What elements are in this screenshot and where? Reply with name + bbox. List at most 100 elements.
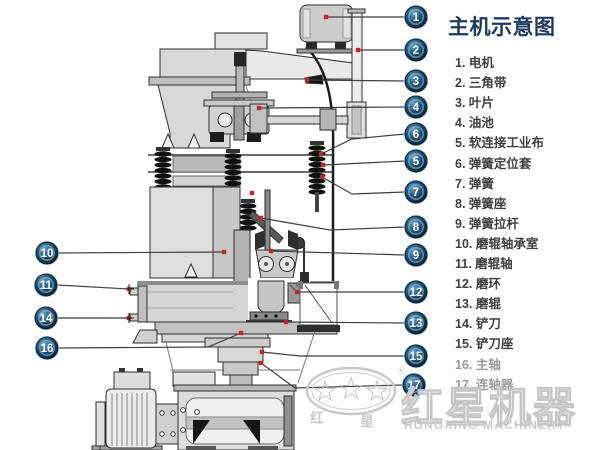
legend-item-13: 13. 磨辊 [455,297,501,312]
callout-ball-13: 13 [403,310,429,336]
leader-line-13 [285,321,406,324]
callout-ball-6: 6 [403,121,429,147]
svg-text:2: 2 [413,45,419,57]
svg-text:5: 5 [413,156,420,168]
machine-drawing [91,4,367,450]
leader-line-8 [260,217,406,231]
roller-shaft-end [129,287,139,296]
chamber-vent [184,262,198,278]
support-wedge [132,329,158,344]
coupling-bell-stack [204,337,271,388]
svg-text:12: 12 [410,287,423,299]
v-belt-column [346,8,367,139]
leader-line-7 [321,176,406,195]
red-mark [249,190,255,196]
leader-dot-8 [258,215,264,221]
leader-line-9 [270,250,406,256]
drive-shaft [266,115,349,125]
legend-item-12: 12. 磨环 [455,277,501,292]
callout-ball-1: 1 [403,4,429,30]
spring-pull-rod [264,189,271,253]
leader-line-3 [306,79,406,82]
leader-line-4 [258,106,406,109]
leader-line-5 [322,160,406,166]
leader-dot-3 [304,77,310,83]
callout-ball-14: 14 [33,305,59,331]
spring-lower [239,199,257,231]
leader-line-6 [320,133,406,155]
svg-text:15: 15 [410,351,423,363]
svg-text:4: 4 [413,102,420,114]
duct-to-pulley [244,49,354,80]
legend-item-9: 9. 弹簧拉杆 [455,216,519,231]
leader-dot-6 [318,151,324,157]
gearbox [172,371,297,450]
spring-beam [172,155,241,173]
legend-item-6: 6. 弹簧定位套 [455,156,532,171]
callout-ball-17: 17 [401,372,427,398]
center-cross [124,313,134,323]
fork-left [255,230,265,250]
leader-dot-7 [319,174,325,180]
legend-item-7: 7. 弹簧 [455,176,494,191]
callout-ball-8: 8 [403,214,429,240]
discharge-frame [297,243,340,332]
svg-text:1: 1 [413,12,420,24]
spring-beam-lower [172,175,241,187]
svg-text:17: 17 [408,380,421,392]
svg-text:7: 7 [413,187,419,199]
classifier-housing [159,48,247,78]
leader-dot-16 [238,330,244,336]
legend-item-3: 3. 叶片 [455,96,494,111]
legend-item-10: 10. 磨辊轴承室 [455,236,539,251]
callout-ball-15: 15 [403,343,429,369]
legend-item-2: 2. 三角带 [455,76,507,91]
leader-dot-2 [355,47,361,53]
leader-dot-13 [283,319,289,325]
legend-item-8: 8. 弹簧座 [455,196,507,211]
leader-line-17 [260,362,404,389]
callout-ball-3: 3 [403,68,429,94]
shaft-coupling [319,108,337,131]
leader-dot-10 [221,249,227,255]
callout-ball-7: 7 [403,179,429,205]
legend-item-5: 5. 软连接工业布 [455,136,544,151]
legend-item-16: 16. 主轴 [455,357,501,372]
motor-bracket [95,401,106,447]
svg-text:13: 13 [410,318,423,330]
classifier-top-box [214,32,268,50]
svg-text:6: 6 [413,129,419,141]
svg-text:9: 9 [413,250,419,262]
leader-dot-5 [320,162,326,168]
leader-line-10 [57,251,225,254]
callout-ball-10: 10 [34,240,60,266]
callout-ball-16: 16 [34,335,60,361]
blower-motor [91,368,179,450]
funnel-foot [187,132,201,149]
callout-ball-12: 12 [403,279,429,305]
fork-right [288,230,298,250]
diagram-title: 主机示意图 [448,16,556,39]
svg-text:8: 8 [413,222,420,234]
leader-line-16 [57,332,242,349]
callout-ball-11: 11 [33,272,59,298]
legend-item-1: 1. 电机 [455,56,494,70]
legend-item-4: 4. 油池 [455,116,494,131]
grinding-roller [257,280,285,315]
leader-line-11 [56,284,130,290]
grinding-chamber-left [149,186,214,279]
classifier-flange [148,76,251,86]
svg-text:14: 14 [40,313,53,325]
leader-line-15 [261,351,405,357]
callout-ball-5: 5 [403,148,429,174]
legend-item-15: 15. 铲刀座 [455,337,514,352]
leader-dot-15 [259,349,265,355]
leader-dot-17 [258,360,264,366]
center-cross [124,284,134,294]
leader-dot-9 [268,248,274,254]
callout-ball-2: 2 [403,37,429,63]
motor [296,4,356,54]
leader-dot-1 [323,14,329,20]
